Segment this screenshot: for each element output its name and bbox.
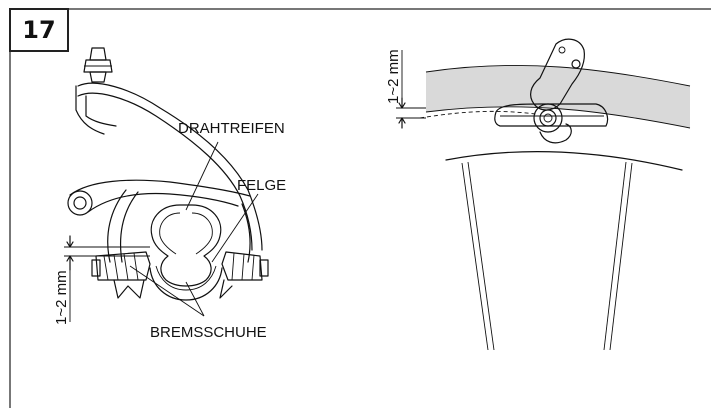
gap-label-left: 1~2 mm [53,270,70,325]
rim-side-view-illustration [396,38,691,351]
felge-label: FELGE [237,177,286,194]
bremsschuhe-label: BREMSSCHUHE [150,324,267,341]
gap-label-right: 1~2 mm [385,49,402,104]
caliper-brake-illustration [64,47,269,322]
drahtreifen-label: DRAHTREIFEN [178,120,285,137]
figure-frame [9,8,711,408]
figure-number-badge: 17 [9,8,69,52]
